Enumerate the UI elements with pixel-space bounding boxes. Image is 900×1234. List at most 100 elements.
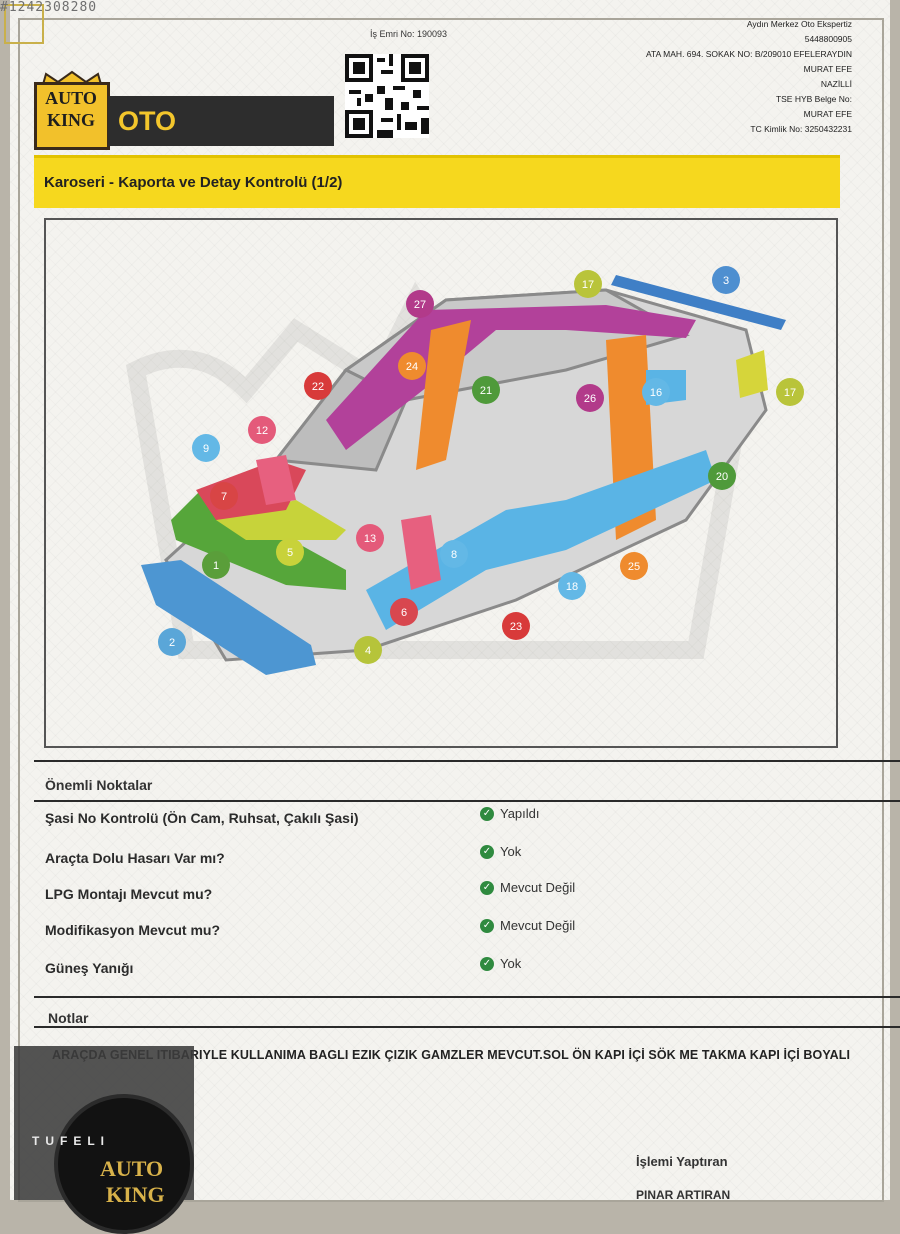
question-chassis: Şasi No Kontrolü (Ön Cam, Ruhsat, Çakılı… bbox=[45, 810, 359, 826]
part-badge-16: 16 bbox=[642, 378, 670, 406]
check-icon: ✓ bbox=[480, 806, 494, 821]
logo-text-auto: AUTO bbox=[45, 88, 97, 108]
divider bbox=[34, 1026, 900, 1028]
part-badge-3: 3 bbox=[712, 266, 740, 294]
car-body-diagram: 1 2 3 4 5 6 7 8 9 12 13 16 17 17 18 20 2… bbox=[44, 218, 838, 748]
svg-text:13: 13 bbox=[364, 533, 376, 545]
check-icon: ✓ bbox=[480, 844, 494, 859]
question-sunburn: Güneş Yanığı bbox=[45, 960, 134, 976]
company-line: TC Kimlik No: 3250432231 bbox=[750, 124, 852, 134]
answer-hail: ✓ Yok bbox=[480, 844, 521, 859]
answer-text: Mevcut Değil bbox=[500, 880, 576, 895]
panel-sill-blue bbox=[366, 450, 716, 630]
svg-text:16: 16 bbox=[650, 387, 662, 399]
svg-text:17: 17 bbox=[784, 387, 796, 399]
divider bbox=[34, 800, 900, 802]
question-modification: Modifikasyon Mevcut mu? bbox=[45, 922, 221, 938]
svg-text:2: 2 bbox=[169, 637, 175, 649]
part-badge-24: 24 bbox=[398, 352, 426, 380]
svg-text:18: 18 bbox=[566, 581, 578, 593]
part-badge-1: 1 bbox=[202, 551, 230, 579]
svg-text:25: 25 bbox=[628, 561, 640, 573]
part-badge-25: 25 bbox=[620, 552, 648, 580]
part-badge-4: 4 bbox=[354, 636, 382, 664]
panel-roofrail-blue bbox=[611, 275, 786, 330]
corner-ornament bbox=[4, 4, 44, 44]
panel-rail-yellowgreen bbox=[216, 500, 346, 540]
company-line: NAZİLLİ bbox=[820, 79, 852, 89]
check-icon: ✓ bbox=[480, 918, 494, 933]
svg-text:1: 1 bbox=[213, 560, 219, 572]
svg-text:3: 3 bbox=[723, 275, 729, 287]
answer-text: Yok bbox=[500, 844, 522, 859]
part-badge-5: 5 bbox=[276, 538, 304, 566]
part-badge-23: 23 bbox=[502, 612, 530, 640]
company-line: ATA MAH. 694. SOKAK NO: B/209010 EFELERA… bbox=[646, 49, 852, 59]
check-icon: ✓ bbox=[480, 880, 494, 895]
part-badge-17b: 17 bbox=[776, 378, 804, 406]
check-icon: ✓ bbox=[480, 956, 494, 971]
svg-text:23: 23 bbox=[510, 621, 522, 633]
autoking-stamp: TUFELI AUTO KING bbox=[14, 1046, 194, 1234]
svg-text:17: 17 bbox=[582, 279, 594, 291]
part-badge-8: 8 bbox=[440, 540, 468, 568]
part-badge-20: 20 bbox=[708, 462, 736, 490]
divider bbox=[34, 760, 900, 762]
part-badge-12: 12 bbox=[248, 416, 276, 444]
section-title: Karoseri - Kaporta ve Detay Kontrolü (1/… bbox=[44, 174, 343, 191]
part-badge-17a: 17 bbox=[574, 270, 602, 298]
part-badge-6: 6 bbox=[390, 598, 418, 626]
signature-label: İşlemi Yaptıran bbox=[636, 1154, 728, 1169]
car-illustration: 1 2 3 4 5 6 7 8 9 12 13 16 17 17 18 20 2… bbox=[125, 266, 804, 675]
stamp-line1: TUFELI bbox=[32, 1134, 110, 1148]
answer-lpg: ✓ Mevcut Değil bbox=[480, 880, 575, 895]
section-header-bar: Karoseri - Kaporta ve Detay Kontrolü (1/… bbox=[34, 155, 840, 208]
company-line: MURAT EFE bbox=[803, 64, 852, 74]
company-line: Aydın Merkez Oto Ekspertiz bbox=[746, 19, 852, 29]
divider bbox=[34, 996, 900, 998]
notes-text: ARAÇDA GENEL ITIBARIYLE KULLANIMA BAGLI … bbox=[52, 1048, 851, 1062]
signature-name: PINAR ARTIRAN bbox=[636, 1188, 731, 1202]
important-title: Önemli Noktalar bbox=[45, 777, 153, 793]
svg-text:9: 9 bbox=[203, 443, 209, 455]
stock-watermark-id: #1242308280 bbox=[0, 0, 98, 15]
answer-text: Mevcut Değil bbox=[500, 918, 576, 933]
part-badge-7: 7 bbox=[210, 482, 238, 510]
qr-code bbox=[345, 54, 429, 138]
part-badge-13: 13 bbox=[356, 524, 384, 552]
svg-text:4: 4 bbox=[365, 645, 371, 657]
svg-text:27: 27 bbox=[414, 299, 426, 311]
part-badge-18: 18 bbox=[558, 572, 586, 600]
svg-text:21: 21 bbox=[480, 385, 492, 397]
company-line: MURAT EFE bbox=[803, 109, 852, 119]
stamp-line3: KING bbox=[106, 1182, 165, 1207]
part-badge-2: 2 bbox=[158, 628, 186, 656]
company-line: 5448800905 bbox=[804, 34, 852, 44]
answer-text: Yapıldı bbox=[500, 806, 540, 821]
answer-chassis: ✓ Yapıldı bbox=[480, 806, 540, 821]
answer-sunburn: ✓ Yok bbox=[480, 956, 521, 971]
company-info: Aydın Merkez Oto Ekspertiz 5448800905 AT… bbox=[646, 17, 852, 137]
notes-title: Notlar bbox=[48, 1010, 89, 1026]
svg-text:7: 7 bbox=[221, 491, 227, 503]
part-badge-26: 26 bbox=[576, 384, 604, 412]
panel-strut-pink-right bbox=[401, 515, 441, 590]
answer-text: Yok bbox=[500, 956, 522, 971]
question-hail: Araçta Dolu Hasarı Var mı? bbox=[45, 850, 225, 866]
part-badge-21: 21 bbox=[472, 376, 500, 404]
part-badge-27: 27 bbox=[406, 290, 434, 318]
logo-text-king: KING bbox=[46, 110, 95, 130]
logo-box bbox=[34, 82, 110, 150]
svg-text:5: 5 bbox=[287, 547, 293, 559]
stamp-line2: AUTO bbox=[100, 1156, 164, 1181]
panel-pillar-purple bbox=[326, 305, 696, 450]
part-badges: 1 2 3 4 5 6 7 8 9 12 13 16 17 17 18 20 2… bbox=[158, 266, 804, 664]
brand-bar: OTO EKSPERTIZ bbox=[108, 96, 334, 186]
part-badge-9: 9 bbox=[192, 434, 220, 462]
svg-text:6: 6 bbox=[401, 607, 407, 619]
work-order-number: İş Emri No: 190093 bbox=[370, 29, 448, 39]
svg-text:24: 24 bbox=[406, 361, 418, 373]
svg-text:8: 8 bbox=[451, 549, 457, 561]
autoking-logo: AUTO KING OTO EKSPERTIZ bbox=[34, 70, 336, 186]
panel-strut-pink bbox=[256, 455, 296, 505]
